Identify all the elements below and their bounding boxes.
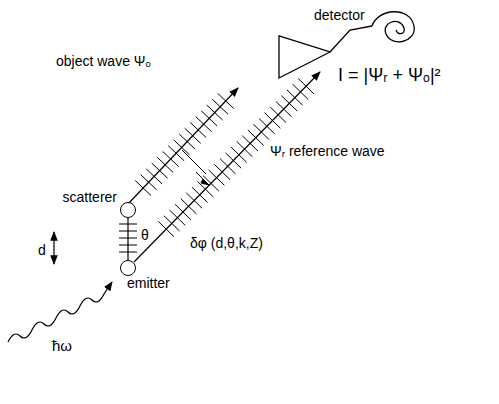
distance-arrow — [53, 232, 54, 264]
object-wave-ray — [128, 88, 238, 204]
angle-label: θ — [141, 226, 149, 244]
photon-label: ħω — [52, 336, 72, 355]
atom-circle: emitter — [120, 260, 136, 276]
atom-label: scatterer — [63, 189, 117, 205]
phase-label: δφ (d,θ,k,Z) — [190, 234, 263, 252]
phase-difference-marker — [182, 150, 209, 185]
reference-wave-ray — [134, 72, 320, 262]
photon-wave — [8, 282, 112, 342]
atom-circle: scatterer — [120, 202, 136, 218]
wave-label: Ψᵣ reference wave — [270, 142, 385, 160]
detector-label: detector — [314, 6, 365, 24]
wave-label: object wave Ψₒ — [56, 52, 151, 70]
dimension-label: d — [38, 241, 46, 259]
atom-label: emitter — [127, 275, 170, 291]
atom-link — [127, 218, 128, 260]
intensity-formula: I = |Ψᵣ + Ψₒ|² — [338, 64, 441, 86]
